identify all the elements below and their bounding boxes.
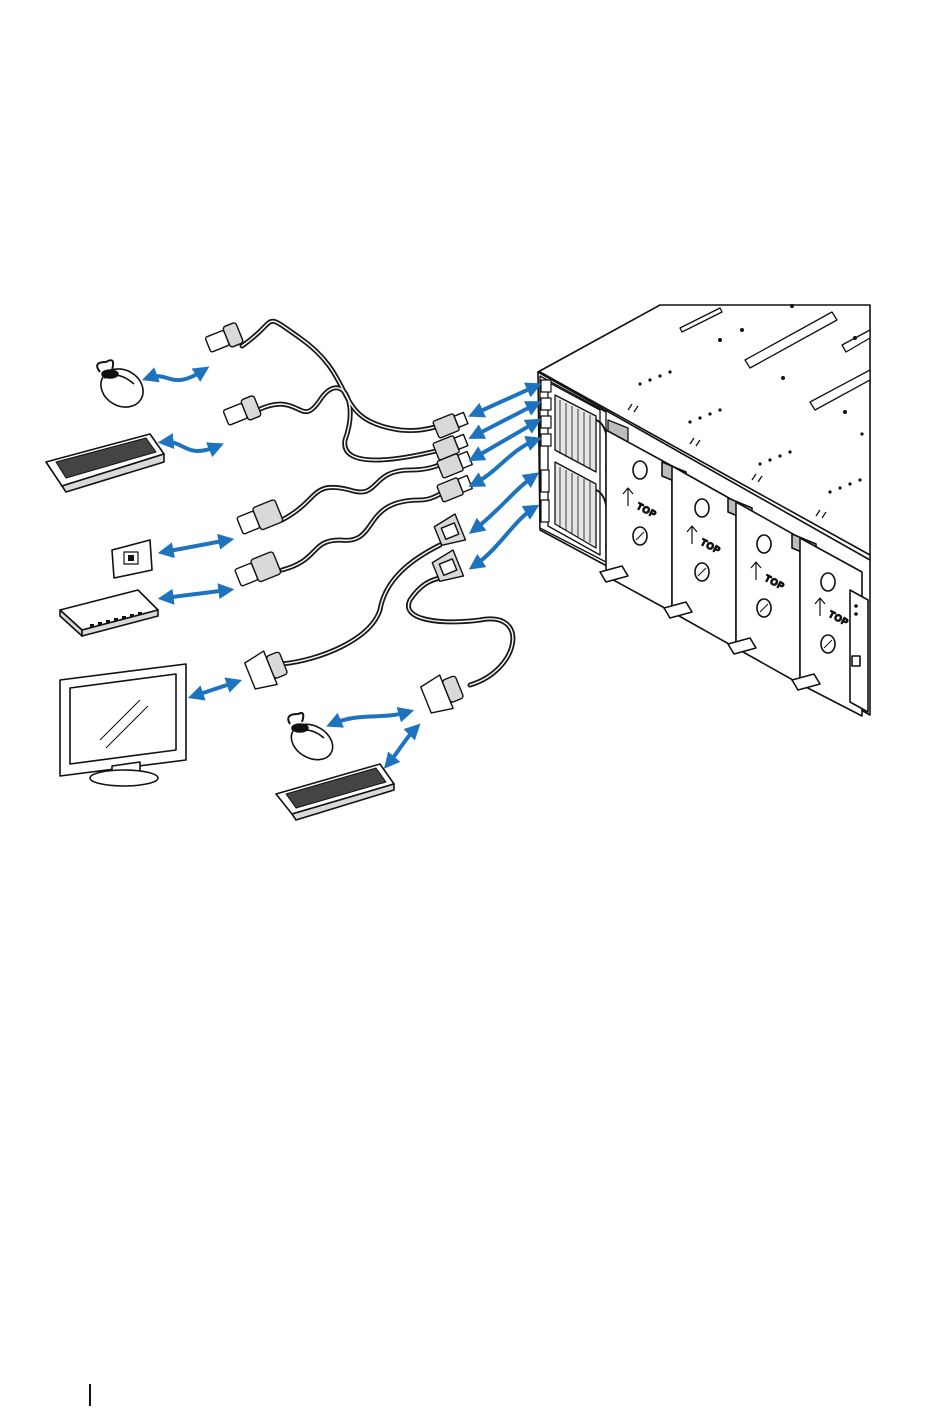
arrow-vga-port: [474, 476, 534, 530]
arrow-switch-ethernet: [164, 590, 228, 598]
keyboard-icon: [46, 434, 164, 492]
arrow-monitor-vga: [194, 682, 236, 696]
ethernet-cable-1: [282, 462, 445, 520]
keyboard-icon: [276, 764, 394, 820]
mouse-icon: [285, 713, 339, 767]
mouse-icon: [94, 360, 150, 414]
usb-cable-1: [242, 321, 440, 430]
vga-connector-icon: [243, 646, 290, 693]
arrow-mouse-usb: [148, 370, 204, 380]
rj45-connector-icon: [236, 499, 284, 537]
arrow-serial-port: [474, 508, 534, 566]
arrow-ethernet-port-2: [474, 440, 536, 484]
server-chassis: TOP TOP TOP: [538, 304, 870, 716]
arrow-mouse2-serial: [332, 712, 408, 724]
usb-connector-icon: [204, 322, 244, 355]
arrow-keyboard-usb: [164, 442, 218, 451]
cables: [242, 321, 513, 685]
network-switch-icon: [60, 590, 158, 636]
monitor-icon: [60, 664, 186, 786]
vga-cable: [282, 545, 440, 664]
usb-connector-icon: [222, 395, 262, 428]
rj45-plug-server-side: [437, 474, 473, 503]
arrow-jack-ethernet: [164, 540, 228, 552]
chassis-side-panel: [850, 590, 868, 712]
arrow-keyboard2-serial: [388, 728, 416, 764]
arrow-ethernet-port-1: [474, 422, 536, 458]
network-jack-icon: [112, 540, 152, 578]
rj45-connector-icon: [234, 551, 282, 589]
connection-arrows: [148, 370, 536, 764]
serial-connector-icon: [419, 670, 466, 717]
